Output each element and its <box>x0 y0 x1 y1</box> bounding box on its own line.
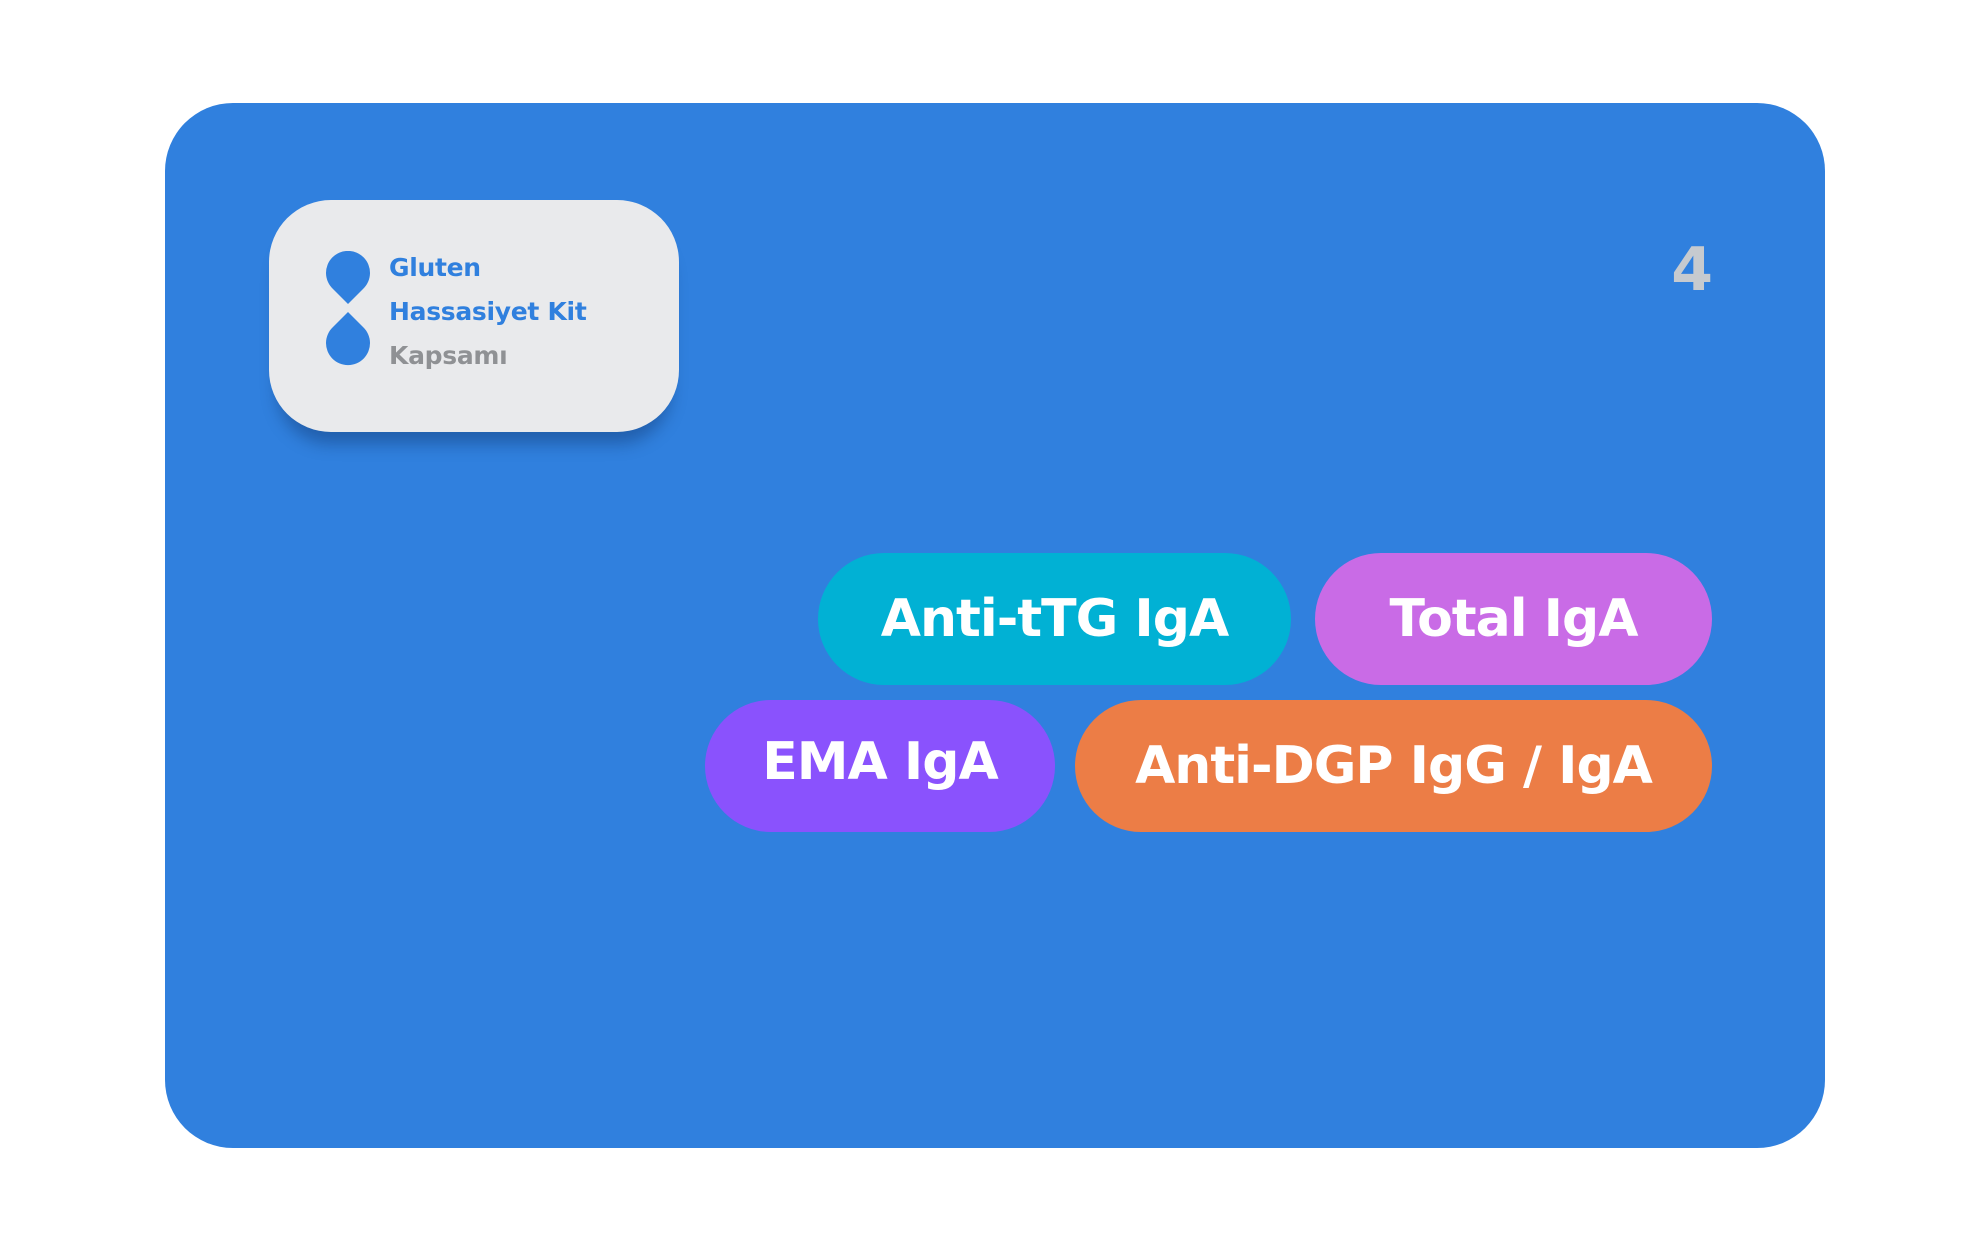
logo-line-kapsami: Kapsamı <box>389 341 508 370</box>
gluten-kit-logo-icon <box>326 251 370 366</box>
logo-line-hassasiyet-kit: Hassasiyet Kit <box>389 297 587 326</box>
kit-logo-text: Gluten Hassasiyet Kit Kapsamı <box>389 246 587 378</box>
kit-logo-badge: Gluten Hassasiyet Kit Kapsamı <box>269 200 679 432</box>
test-pill-anti-dgp-igg-iga: Anti-DGP IgG / IgA <box>1075 700 1712 832</box>
test-pill-total-iga: Total IgA <box>1315 553 1712 685</box>
content-card: Gluten Hassasiyet Kit Kapsamı 4 Anti-tTG… <box>165 103 1825 1148</box>
logo-line-gluten: Gluten <box>389 253 481 282</box>
page-number: 4 <box>1671 235 1713 305</box>
test-pill-ema-iga: EMA IgA <box>705 700 1055 832</box>
test-pill-anti-ttg-iga: Anti-tTG IgA <box>818 553 1291 685</box>
